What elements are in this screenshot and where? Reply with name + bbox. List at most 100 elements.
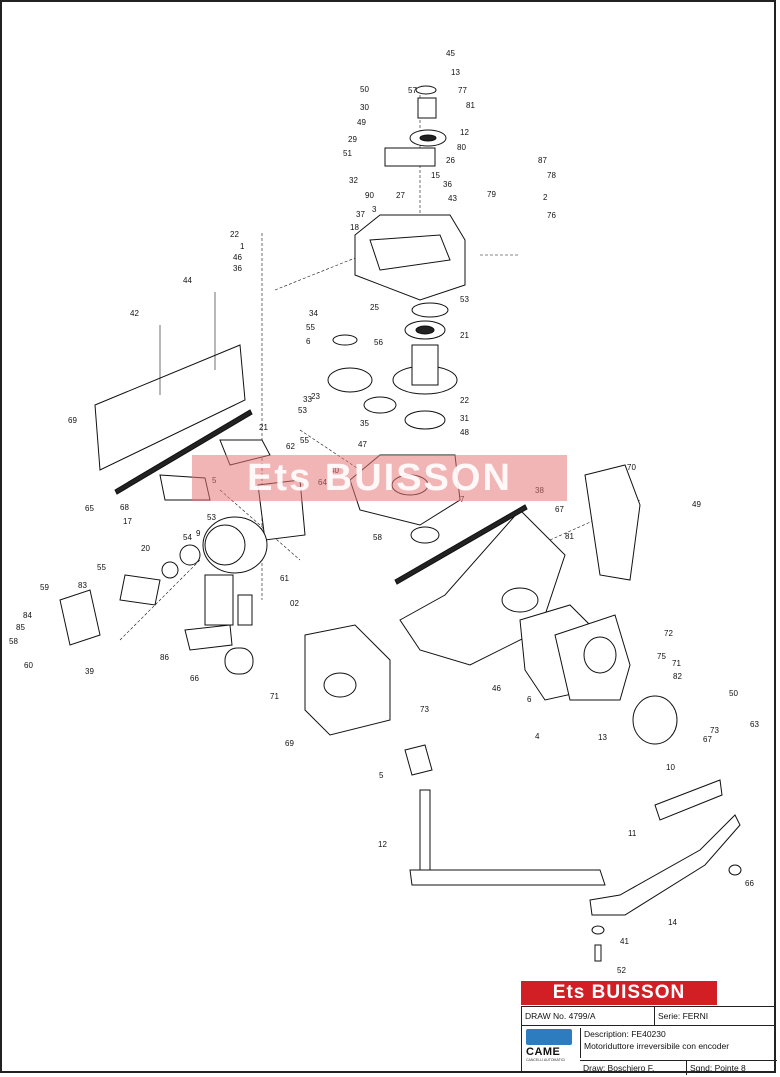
callout: 72 [664,629,673,638]
callout: 55 [306,323,315,332]
callout: 23 [311,392,320,401]
callout: 80 [457,143,466,152]
callout: 82 [673,672,682,681]
callout: 79 [487,190,496,199]
left-rail [94,292,253,495]
callout: 50 [729,689,738,698]
callout: 71 [270,692,279,701]
callout: 46 [492,684,501,693]
serie-field: Serie: FERNI [654,1007,708,1025]
callout: 32 [349,176,358,185]
callout: 76 [547,211,556,220]
logo-mark-icon [526,1029,572,1045]
callout: 50 [360,85,369,94]
callout: 33 [303,395,312,404]
callout: 9 [196,529,201,538]
callout: 54 [183,533,192,542]
title-block-footer: Draw: Boschiero F. Sgnd: Pointe 8 [580,1060,777,1075]
title-block-row: DRAW No. 4799/A Serie: FERNI [522,1007,776,1026]
callout: 22 [460,396,469,405]
callout: 44 [183,276,192,285]
callout: 18 [350,223,359,232]
callout: 53 [298,406,307,415]
callout: 59 [40,583,49,592]
callout: 67 [555,505,564,514]
callout-labels: 45 13 57 50 77 30 81 49 12 80 29 51 26 3… [9,49,759,975]
callout: 21 [259,423,268,432]
callout: 85 [16,623,25,632]
came-logo: CAME CANCELLI AUTOMATICI [526,1029,572,1069]
callout: 6 [306,337,311,346]
callout: 42 [130,309,139,318]
callout: 49 [692,500,701,509]
callout: 62 [286,442,295,451]
callout: 13 [451,68,460,77]
callout: 71 [672,659,681,668]
gear-stack [327,302,458,430]
callout: 36 [233,264,242,273]
callout: 56 [374,338,383,347]
callout: 69 [285,739,294,748]
callout: 02 [290,599,299,608]
drawing-number: DRAW No. 4799/A [525,1011,596,1021]
callout: 46 [233,253,242,262]
callout: 20 [141,544,150,553]
callout: 65 [85,504,94,513]
callout: 58 [373,533,382,542]
callout: 48 [460,428,469,437]
callout: 12 [378,840,387,849]
logo-subtitle: CANCELLI AUTOMATICI [526,1058,566,1062]
motor-assembly [59,439,306,675]
callout: 83 [78,581,87,590]
brand-banner: Ets BUISSON [521,981,717,1005]
callout: 58 [9,637,18,646]
sheet-field: Sgnd: Pointe 8 [686,1061,746,1075]
callout: 68 [120,503,129,512]
callout: 17 [123,517,132,526]
callout: 84 [23,611,32,620]
callout: 35 [360,419,369,428]
drawn-by: Draw: Boschiero F. [583,1063,655,1073]
callout: 15 [431,171,440,180]
callout: 22 [230,230,239,239]
front-cover [304,624,433,776]
callout: 53 [207,513,216,522]
callout: 2 [543,193,548,202]
callout: 36 [443,180,452,189]
callout: 1 [240,242,245,251]
callout: 73 [420,705,429,714]
callout: 39 [85,667,94,676]
callout: 11 [628,829,637,838]
callout: 6 [527,695,532,704]
callout: 78 [547,171,556,180]
callout: 81 [466,101,475,110]
callout: 66 [190,674,199,683]
callout: 66 [745,879,754,888]
callout: 12 [460,128,469,137]
callout: 86 [160,653,169,662]
callout: 75 [657,652,666,661]
callout: 73 [710,726,719,735]
callout: 10 [666,763,675,772]
callout: 13 [598,733,607,742]
callout: 25 [370,303,379,312]
top-cover-assembly [354,85,466,301]
watermark: Ets BUISSON [192,455,567,501]
callout: 69 [68,416,77,425]
callout: 77 [458,86,467,95]
callout: 45 [446,49,455,58]
callout: 55 [300,436,309,445]
callout: 67 [703,735,712,744]
callout: 52 [617,966,626,975]
callout: 70 [627,463,636,472]
callout: 4 [535,732,540,741]
callout: 57 [408,86,417,95]
description-field: Description: FE40230 Motoriduttore irrev… [580,1028,780,1058]
callout: 90 [365,191,374,200]
callout: 49 [357,118,366,127]
watermark-text: Ets BUISSON [247,456,512,499]
callout: 30 [360,103,369,112]
description-line: Description: FE40230 [584,1029,666,1039]
callout: 55 [97,563,106,572]
